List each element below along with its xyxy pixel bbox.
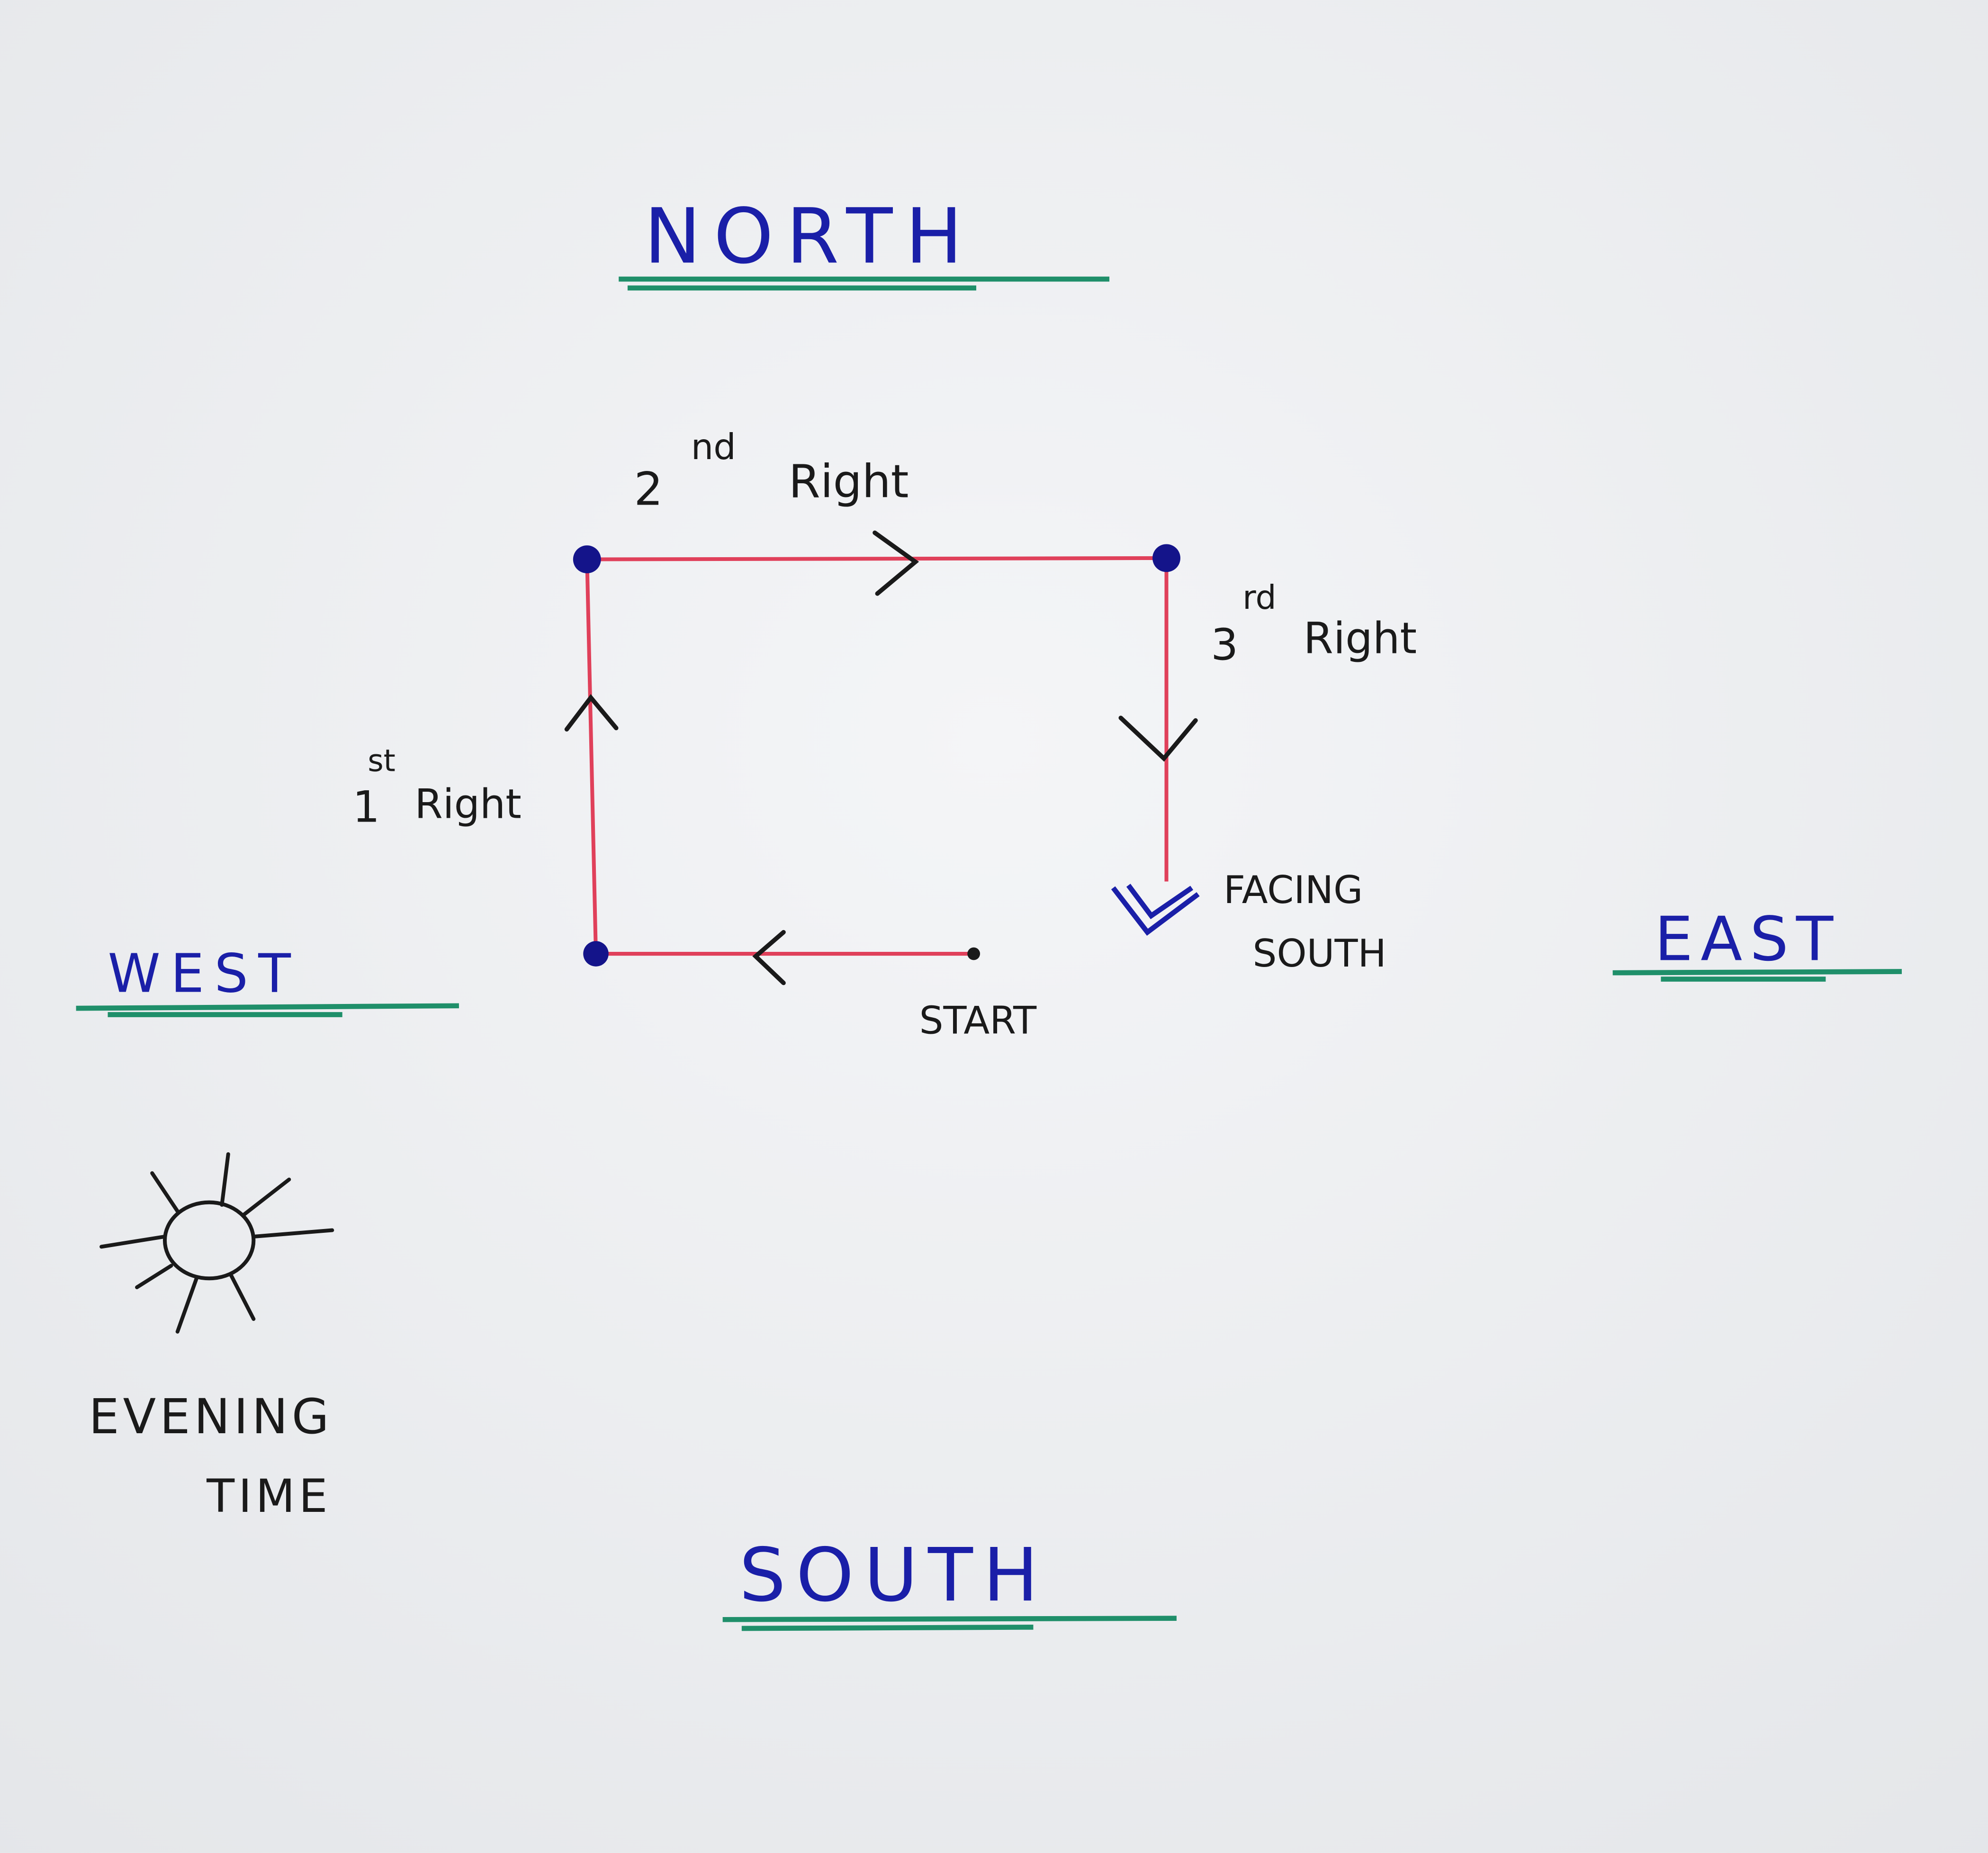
south-label: SOUTH — [739, 1532, 1048, 1618]
svg-text:Right: Right — [1304, 614, 1417, 664]
turn-nodes — [573, 544, 1180, 967]
node-turn2 — [573, 545, 601, 574]
facing-label-line2: SOUTH — [1253, 931, 1386, 976]
west-underline — [76, 1003, 459, 1017]
node-turn3 — [1152, 544, 1180, 572]
facing-south-arrow-icon — [1111, 884, 1200, 936]
east-label: EAST — [1655, 904, 1841, 975]
svg-text:rd: rd — [1242, 578, 1277, 617]
svg-text:3: 3 — [1211, 620, 1238, 670]
direction-arrows — [564, 530, 1198, 985]
time-label: TIME — [206, 1470, 331, 1523]
walk-path — [585, 556, 1169, 956]
turn1-label: 1 st Right — [352, 743, 522, 832]
turn3-label: 3 rd Right — [1211, 578, 1417, 670]
facing-label-line1: FACING — [1223, 868, 1363, 912]
turn2-label: 2 nd Right — [634, 426, 909, 515]
svg-text:2: 2 — [634, 463, 663, 516]
node-start — [967, 947, 981, 960]
arrow-south-icon — [1118, 715, 1198, 762]
evening-label: EVENING — [89, 1389, 333, 1445]
arrow-north-icon — [564, 694, 619, 732]
arrow-west-icon — [752, 930, 786, 985]
north-underline — [619, 276, 1110, 291]
arrow-east-icon — [873, 530, 919, 596]
sun-icon — [99, 1152, 334, 1334]
svg-text:1: 1 — [352, 783, 380, 832]
svg-text:Right: Right — [789, 455, 909, 508]
start-label: START — [919, 998, 1037, 1043]
svg-text:st: st — [368, 743, 396, 779]
north-label: NORTH — [644, 192, 975, 280]
node-turn1 — [583, 941, 609, 967]
svg-text:nd: nd — [691, 426, 736, 468]
west-label: WEST — [108, 942, 301, 1004]
svg-text:Right: Right — [414, 781, 522, 828]
east-underline — [1612, 969, 1902, 982]
south-underline — [722, 1616, 1177, 1631]
